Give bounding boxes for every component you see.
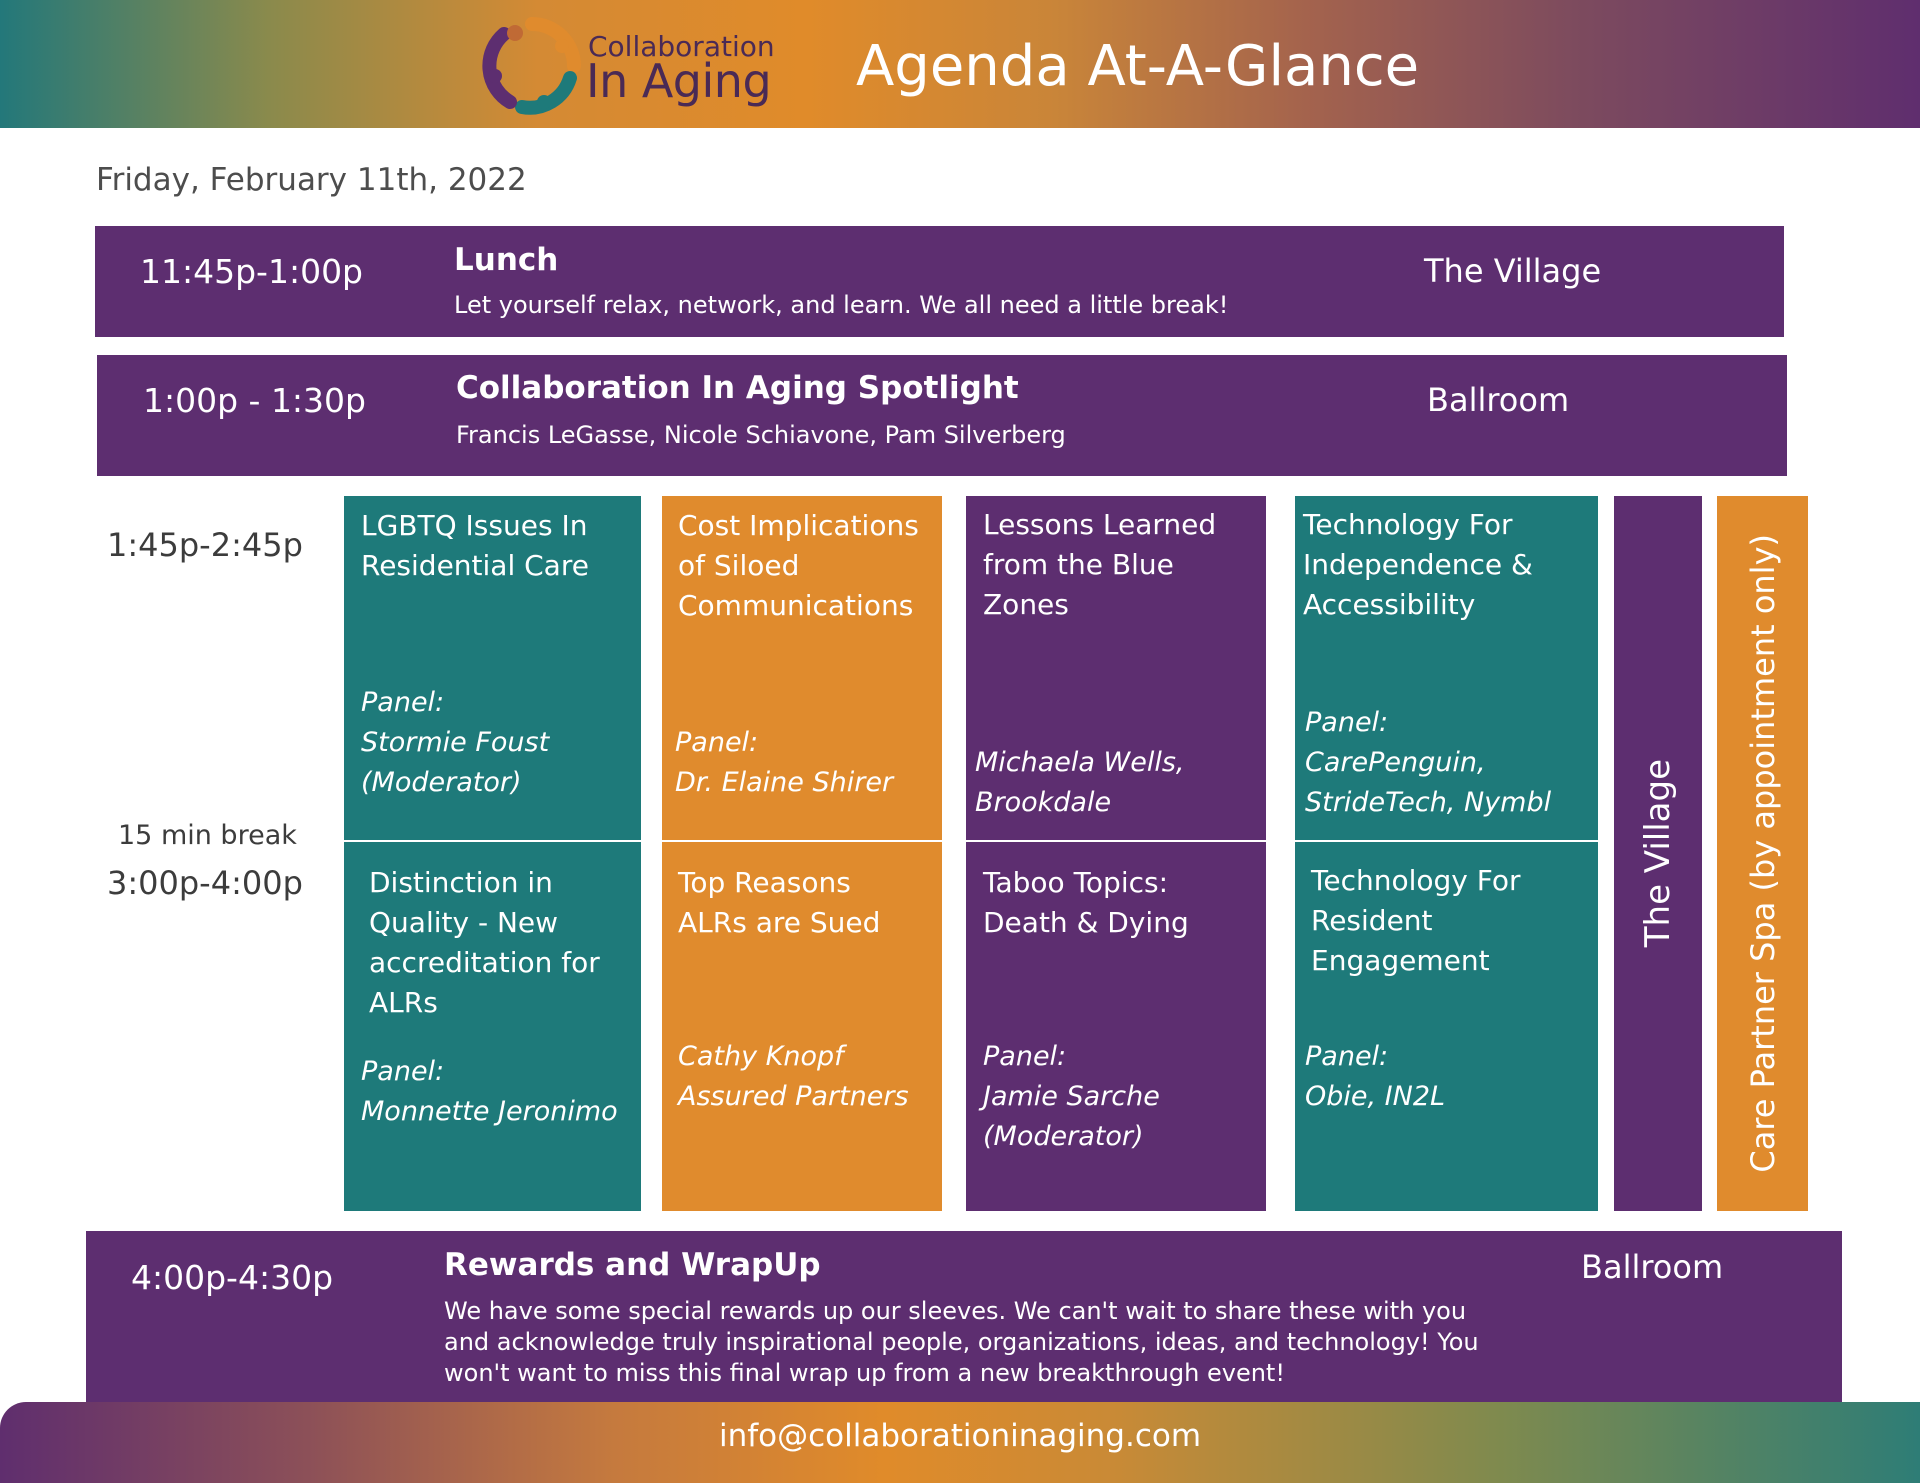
panel-line: Jamie Sarche [983,1081,1160,1112]
description-line: We have some special rewards up our slee… [444,1297,1467,1325]
session-taboo-panel: Panel: Jamie Sarche (Moderator) [983,1037,1160,1157]
session-title-line: of Siloed [678,549,800,582]
spa-column: Care Partner Spa (by appointment only) [1717,496,1808,1211]
logo-icon [482,17,581,115]
wrapup-title: Rewards and WrapUp [444,1247,821,1283]
panel-line: Panel: [675,727,759,758]
panel-line: Monnette Jeronimo [361,1096,618,1127]
panel-line: Obie, IN2L [1305,1081,1446,1112]
wrapup-room: Ballroom [1581,1248,1724,1286]
footer-email-link[interactable]: info@collaborationinaging.com [718,1418,1202,1454]
spotlight-time: 1:00p - 1:30p [143,381,366,420]
spotlight-banner [97,355,1787,476]
description-line: and acknowledge truly inspirational peop… [444,1328,1479,1356]
session-divider [966,840,1266,842]
session-title-line: Engagement [1311,944,1490,977]
lunch-room: The Village [1424,252,1602,290]
session-blue-zones-panel: Michaela Wells, Brookdale [975,743,1185,823]
session-column-1 [344,496,641,1211]
time-block-1: 1:45p-2:45p [107,526,303,564]
session-tech-engagement-title: Technology For Resident Engagement [1311,861,1521,981]
footer-banner [0,1402,1920,1483]
header-banner [0,0,1920,128]
lunch-time: 11:45p-1:00p [140,252,364,291]
session-top-reasons-panel: Cathy Knopf Assured Partners [678,1037,909,1117]
logo-text-bottom: In Aging [586,54,772,108]
page-title: Agenda At-A-Glance [856,34,1420,99]
session-divider [662,840,942,842]
session-top-reasons-title: Top Reasons ALRs are Sued [678,863,880,943]
session-column-3 [966,496,1266,1211]
session-title-line: Taboo Topics: [983,866,1169,899]
session-column-2 [662,496,942,1211]
panel-line: Panel: [361,1056,445,1087]
panel-line: CarePenguin, [1305,747,1486,778]
panel-line: Dr. Elaine Shirer [675,767,894,798]
panel-line: (Moderator) [361,767,522,798]
session-title-line: Communications [678,589,914,622]
session-title-line: accreditation for [369,946,600,979]
wrapup-banner [86,1231,1842,1406]
panel-line: Panel: [983,1041,1067,1072]
session-title-line: Quality - New [369,906,559,939]
session-taboo-title: Taboo Topics: Death & Dying [983,863,1189,943]
session-title-line: Lessons Learned [983,508,1217,541]
session-blue-zones-title: Lessons Learned from the Blue Zones [983,505,1216,625]
panel-line: Cathy Knopf [678,1041,844,1072]
session-tech-engagement-panel: Panel: Obie, IN2L [1305,1037,1445,1117]
session-distinction-panel: Panel: Monnette Jeronimo [361,1052,618,1132]
break-label: 15 min break [118,820,297,851]
description-line: won't want to miss this final wrap up fr… [444,1359,1285,1387]
event-date: Friday, February 11th, 2022 [96,162,527,198]
session-lgbtq-panel: Panel: Stormie Foust (Moderator) [361,683,549,803]
spotlight-description: Francis LeGasse, Nicole Schiavone, Pam S… [456,421,1066,449]
session-tech-independence-panel: Panel: CarePenguin, StrideTech, Nymbl [1305,703,1551,823]
session-title-line: LGBTQ Issues In [361,509,588,542]
panel-line: Michaela Wells, [975,747,1185,778]
spa-label: Care Partner Spa (by appointment only) [1743,534,1782,1173]
logo-text-top: Collaboration [588,30,775,63]
lunch-banner [95,226,1784,337]
village-column: The Village [1614,496,1702,1211]
panel-line: Panel: [1305,1041,1389,1072]
session-tech-independence-title: Technology For Independence & Accessibil… [1303,505,1533,625]
session-title-line: Top Reasons [678,866,851,899]
panel-line: Panel: [361,687,445,718]
panel-line: Brookdale [975,787,1112,818]
lunch-description: Let yourself relax, network, and learn. … [454,291,1229,319]
session-distinction-title: Distinction in Quality - New accreditati… [369,863,600,1023]
session-title-line: Zones [983,588,1069,621]
session-title-line: ALRs are Sued [678,906,881,939]
panel-line: Stormie Foust [361,727,550,758]
panel-line: Panel: [1305,707,1389,738]
session-divider [1295,840,1598,842]
wrapup-time: 4:00p-4:30p [131,1258,334,1297]
session-title-line: Technology For [1303,508,1513,541]
session-title-line: Residential Care [361,549,589,582]
session-title-line: Accessibility [1303,588,1476,621]
session-title-line: Resident [1311,904,1433,937]
session-cost-panel: Panel: Dr. Elaine Shirer [675,723,893,803]
panel-line: Assured Partners [678,1081,909,1112]
session-title-line: from the Blue [983,548,1174,581]
session-title-line: Distinction in [369,866,553,899]
session-title-line: Technology For [1311,864,1521,897]
session-cost-title: Cost Implications of Siloed Communicatio… [678,506,919,626]
session-divider [344,840,641,842]
session-title-line: ALRs [369,986,438,1019]
village-label: The Village [1638,759,1678,948]
panel-line: (Moderator) [983,1121,1144,1152]
session-lgbtq-title: LGBTQ Issues In Residential Care [361,506,589,586]
session-column-4 [1295,496,1598,1211]
time-block-2: 3:00p-4:00p [107,864,303,902]
panel-line: StrideTech, Nymbl [1305,787,1552,818]
spotlight-room: Ballroom [1427,381,1570,419]
wrapup-description: We have some special rewards up our slee… [444,1296,1479,1389]
session-title-line: Independence & [1303,548,1533,581]
spotlight-title: Collaboration In Aging Spotlight [456,370,1019,406]
session-title-line: Death & Dying [983,906,1189,939]
session-title-line: Cost Implications [678,509,919,542]
lunch-title: Lunch [454,242,559,278]
